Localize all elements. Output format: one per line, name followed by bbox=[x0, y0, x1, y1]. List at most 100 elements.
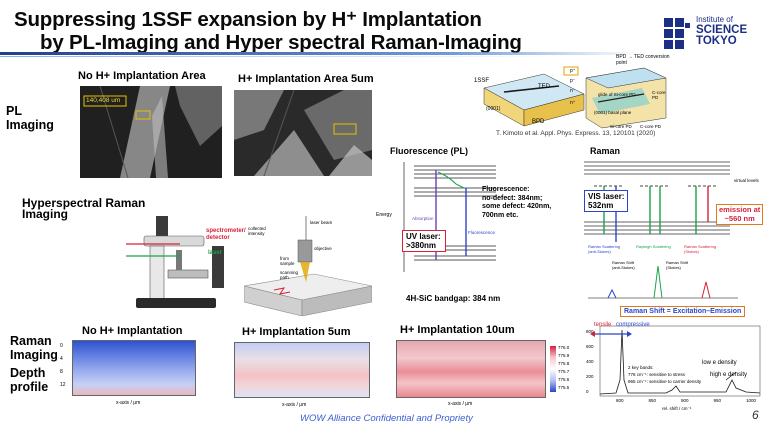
spectrum-legend: 2 key bands: 776 cm⁻¹: sensitive to stre… bbox=[628, 364, 701, 385]
spectrum-ytick: 200 bbox=[586, 374, 594, 379]
schematic-reference: T. Kimoto et al. Appl. Phys. Express. 13… bbox=[496, 130, 656, 137]
spectrum-xtick: 1000 bbox=[745, 398, 756, 403]
h-5um-label: H+ Implantation 5um bbox=[242, 326, 351, 338]
shift-anti-stokes-label: Raman Shift (anti-Stokes) bbox=[612, 260, 635, 270]
bandgap-label: 4H-SiC bandgap: 384 nm bbox=[406, 294, 501, 303]
spectrum-xlabel: rel. shift / cm⁻¹ bbox=[662, 406, 692, 411]
high-density-label: high e density bbox=[710, 372, 748, 378]
colorbar-tick: 775.5 bbox=[558, 385, 570, 390]
spectrum-xticks: 800 850 900 950 1000 bbox=[616, 398, 756, 403]
schematic-label-pplus: p⁺ bbox=[570, 68, 576, 74]
heatmap-no-h-ytick: 4 bbox=[60, 356, 63, 362]
fluorescence-text: Fluorescence: no-defect: 384nm; some def… bbox=[482, 186, 552, 219]
bpd-ted-schematic: 1SSF TED (0001) BPD BPD → TED conversion… bbox=[474, 54, 670, 150]
shift-stokes-label: Raman Shift (Stokes) bbox=[666, 260, 689, 270]
pl-label-1: PL bbox=[6, 104, 22, 118]
no-h-area-label: No H+ Implantation Area bbox=[78, 70, 206, 82]
stokes-label: Raman Scattering (Stokes) bbox=[684, 244, 717, 254]
colorbar-tick: 775.9 bbox=[558, 353, 570, 358]
hyperspectral-label: Hyperspectral Raman Imaging bbox=[22, 196, 145, 221]
energy-label: Energy bbox=[376, 212, 392, 218]
spectrum-ytick: 400 bbox=[586, 359, 594, 364]
compressive-label: compressive bbox=[616, 322, 650, 328]
title-underline-thin bbox=[0, 56, 560, 57]
fluorescence-label: Fluorescence bbox=[468, 230, 496, 235]
heatmap-no-h: 0 4 8 12 x-axis / μm bbox=[60, 340, 198, 408]
no-h-label: No H+ Implantation bbox=[82, 325, 183, 337]
pl-image-h bbox=[234, 90, 372, 176]
spectrum-xtick: 950 bbox=[713, 398, 721, 403]
absorption-label: Absorption bbox=[412, 216, 434, 221]
spectrum-ytick: 0 bbox=[586, 389, 589, 394]
pl-label-2: Imaging bbox=[6, 118, 54, 132]
pl-imaging-label: PL Imaging bbox=[6, 104, 54, 132]
heatmap-colorbar bbox=[550, 346, 556, 392]
logo-line-2: SCIENCE bbox=[696, 24, 748, 36]
collected-intensity-label: collected intensity bbox=[248, 226, 266, 236]
logo-line-3: TOKYO bbox=[696, 35, 737, 47]
schematic-label-pminus: p⁻ bbox=[570, 78, 576, 84]
schematic-label-ccore-2: C-core PD bbox=[640, 124, 662, 129]
heatmap-h-5um-xlabel: x-axis / μm bbox=[282, 402, 307, 408]
colorbar-tick: 775.7 bbox=[558, 369, 570, 374]
colorbar-tick: 775.8 bbox=[558, 361, 570, 366]
colorbar-tick: 776.0 bbox=[558, 345, 570, 350]
fluorescence-diagram: Fluorescence (PL) Energy Absorption Fluo… bbox=[376, 146, 576, 306]
heatmap-no-h-plot bbox=[72, 340, 196, 396]
tensile-label: tensile bbox=[594, 322, 612, 328]
depth-label-1: Depth bbox=[10, 366, 46, 380]
pl-scale-bar: 140,408 um bbox=[86, 97, 121, 104]
colorbar-tick: 775.6 bbox=[558, 377, 570, 382]
raman-imaging-label: Raman Imaging bbox=[10, 334, 58, 362]
heatmap-h-5um-plot bbox=[234, 342, 370, 398]
schematic-label-1ssf: 1SSF bbox=[474, 78, 490, 84]
objective-label: objective bbox=[314, 246, 332, 251]
spectrum-yticks: 800 600 400 200 0 bbox=[586, 324, 594, 399]
spectrum-legend-1: 776 cm⁻¹: sensitive to stress bbox=[628, 372, 685, 377]
pl-diagram-title: Fluorescence (PL) bbox=[390, 146, 469, 156]
heatmap-h-10um-xlabel: x-axis / μm bbox=[448, 401, 473, 407]
spectrum-ytick: 600 bbox=[586, 344, 594, 349]
spectrum-xtick: 900 bbox=[680, 398, 689, 403]
raman-shift-formula: Raman Shift = Excitation–Emission bbox=[620, 306, 746, 317]
vis-laser-box: VIS laser: 532nm bbox=[584, 190, 629, 212]
schematic-label-conversion: BPD → TED conversion point bbox=[616, 54, 670, 66]
heatmap-no-h-ytick: 12 bbox=[60, 382, 66, 388]
spectrum-legend-2: 965 cm⁻¹: sensitive to carrier density bbox=[628, 379, 702, 384]
title-line-2: by PL-Imaging and Hyper spectral Raman-I… bbox=[40, 31, 522, 54]
laser-beam-label: laser beam bbox=[310, 220, 333, 225]
scanning-diagram: collected intensity laser beam objective… bbox=[243, 216, 373, 317]
page-number: 6 bbox=[752, 408, 759, 422]
rayleigh-label: Rayleigh Scattering bbox=[636, 244, 671, 249]
schematic-label-ted: TED bbox=[538, 84, 550, 90]
footer-confidential: WOW Alliance Confidential and Propriety bbox=[300, 413, 473, 424]
hyperspectral-label-2: Imaging bbox=[22, 207, 69, 221]
schematic-label-glide: glide of Si-core PD bbox=[598, 92, 636, 97]
spectrum-legend-title: 2 key bands: bbox=[628, 365, 654, 370]
heatmap-no-h-yticks: 0 4 8 12 bbox=[60, 340, 66, 392]
raman-label-2: Imaging bbox=[10, 348, 58, 362]
spectrum-xtick: 800 bbox=[616, 398, 624, 403]
heatmap-no-h-xlabel: x-axis / μm bbox=[116, 400, 141, 406]
emission-box: emission at ~560 nm bbox=[716, 204, 764, 225]
raman-label-1: Raman bbox=[10, 334, 52, 348]
institute-logo: Institute of SCIENCE TOKYO bbox=[662, 14, 758, 54]
low-density-label: low e density bbox=[702, 360, 737, 366]
schematic-label-sicore: Si-core PD bbox=[610, 124, 632, 129]
h-10um-label: H+ Implantation 10um bbox=[400, 324, 515, 336]
schematic-label-0001: (0001) bbox=[486, 106, 501, 112]
depth-label-2: profile bbox=[10, 380, 49, 394]
schematic-label-bpd: BPD bbox=[532, 119, 545, 125]
h-area-label: H+ Implantation Area 5um bbox=[238, 73, 374, 85]
logo-line-1: Institute of bbox=[696, 15, 733, 24]
scanning-path-label: scanning path bbox=[280, 270, 299, 280]
heatmap-h-5um: x-axis / μm bbox=[222, 342, 372, 410]
schematic-label-nplus: n⁺ bbox=[570, 100, 576, 106]
pl-image-no-h: 140,408 um bbox=[80, 86, 222, 178]
virtual-levels-label: virtual levels bbox=[734, 178, 759, 183]
colorbar-ticks: 776.0 775.9 775.8 775.7 775.6 775.5 bbox=[558, 344, 569, 392]
from-sample-label: from sample bbox=[280, 256, 295, 266]
title-underline bbox=[0, 52, 640, 55]
laser-label: laser bbox=[208, 250, 223, 256]
title-line-1: Suppressing 1SSF expansion by H⁺ Implant… bbox=[14, 8, 482, 31]
